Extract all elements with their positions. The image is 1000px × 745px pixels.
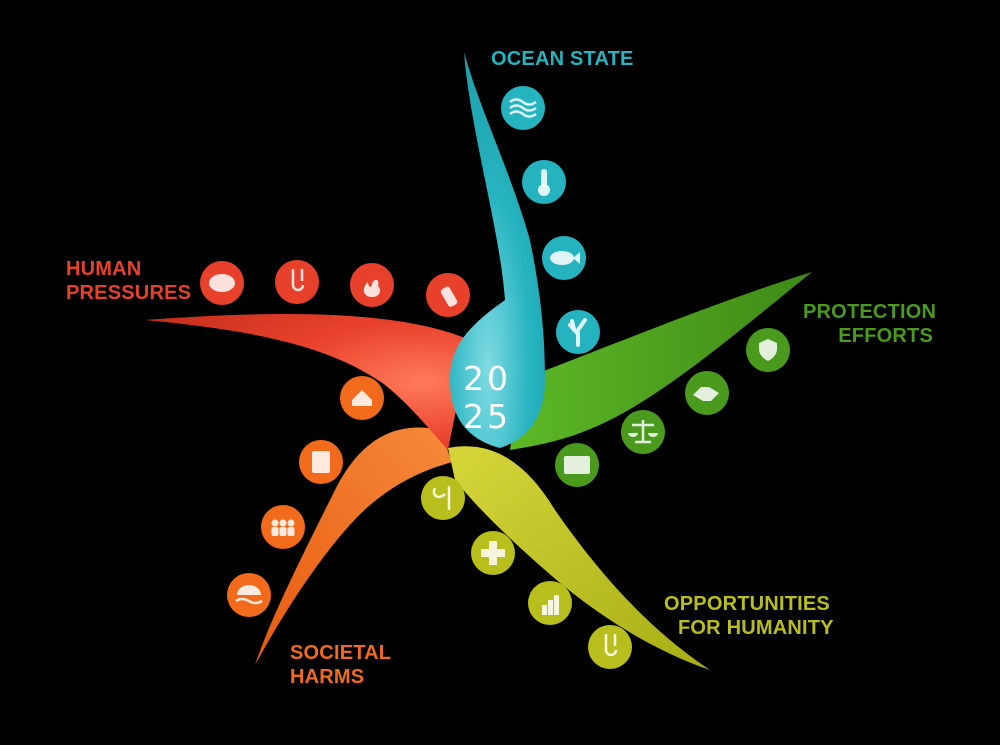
people-icon — [261, 505, 305, 549]
label-societal-line1: SOCIETAL — [290, 642, 392, 664]
handshake-icon — [685, 371, 729, 415]
book-icon — [555, 443, 599, 487]
drowned-icon — [227, 573, 271, 617]
shield-hands-icon — [746, 328, 790, 372]
year-top: 20 — [463, 359, 511, 398]
label-human-line2: PRESSURES — [66, 282, 192, 304]
waves-icon — [501, 86, 545, 130]
flood-house-icon — [340, 376, 384, 420]
money-chart-icon — [528, 581, 572, 625]
plastic-bottle-icon — [426, 273, 470, 317]
hook-icon — [588, 625, 632, 669]
label-ocean-state: OCEAN STATE — [491, 47, 634, 71]
food-icon — [421, 476, 465, 520]
fire-arrows-icon — [350, 263, 394, 307]
health-cross-icon — [471, 531, 515, 575]
year-bottom: 25 — [463, 397, 511, 436]
label-ocean-line1: OCEAN STATE — [491, 48, 634, 70]
label-protection-efforts: PROTECTION EFFORTS — [803, 300, 937, 348]
thermometer-icon — [522, 160, 566, 204]
income-loss-icon — [299, 440, 343, 484]
label-opportunities: OPPORTUNITIES FOR HUMANITY — [664, 592, 834, 640]
co2-icon — [200, 261, 244, 305]
label-opportunities-line1: OPPORTUNITIES — [664, 593, 830, 615]
label-opportunities-line2: FOR HUMANITY — [678, 617, 834, 639]
center-year: 20 25 — [452, 360, 522, 436]
arm-protection — [510, 272, 812, 450]
coral-icon — [556, 310, 600, 354]
scales-icon — [621, 410, 665, 454]
label-protection-line1: PROTECTION — [803, 301, 937, 323]
fishing-hooks-icon — [275, 260, 319, 304]
arm-ocean — [450, 52, 545, 448]
label-societal-line2: HARMS — [290, 666, 365, 688]
arm-human — [145, 314, 470, 450]
label-human-line1: HUMAN — [66, 258, 142, 280]
label-protection-line2: EFFORTS — [838, 325, 933, 347]
label-societal-harms: SOCIETAL HARMS — [290, 641, 391, 689]
label-human-pressures: HUMAN PRESSURES — [66, 257, 191, 305]
arm-opportunities — [448, 446, 710, 670]
fish-icon — [542, 236, 586, 280]
arm-societal — [255, 427, 452, 665]
